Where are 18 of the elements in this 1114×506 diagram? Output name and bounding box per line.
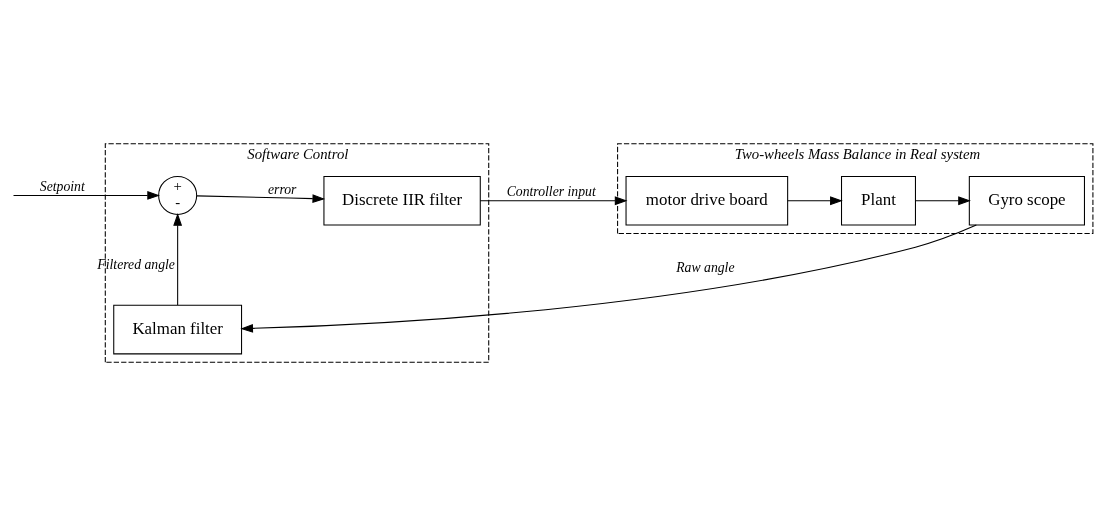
edge-label: Filtered angle [97, 257, 175, 273]
arrow [13, 191, 160, 200]
arrow [479, 196, 628, 206]
node-box: Kalman filter [113, 304, 243, 355]
node-circle: + - [158, 175, 198, 215]
edge-label: Controller input [506, 183, 596, 199]
node-box: Discrete IIR filter [323, 175, 481, 226]
arrow [173, 213, 183, 306]
arrow [915, 196, 971, 206]
arrow [787, 196, 843, 206]
arrow [240, 224, 977, 333]
node-box: motor drive board [625, 175, 789, 226]
node-box: Plant [841, 175, 916, 226]
edge-label: Setpoint [39, 178, 85, 194]
edge-label: error [267, 181, 297, 197]
node-box: Gyro scope [968, 175, 1085, 226]
arrow [196, 194, 326, 204]
edge-label: Raw angle [676, 259, 735, 275]
